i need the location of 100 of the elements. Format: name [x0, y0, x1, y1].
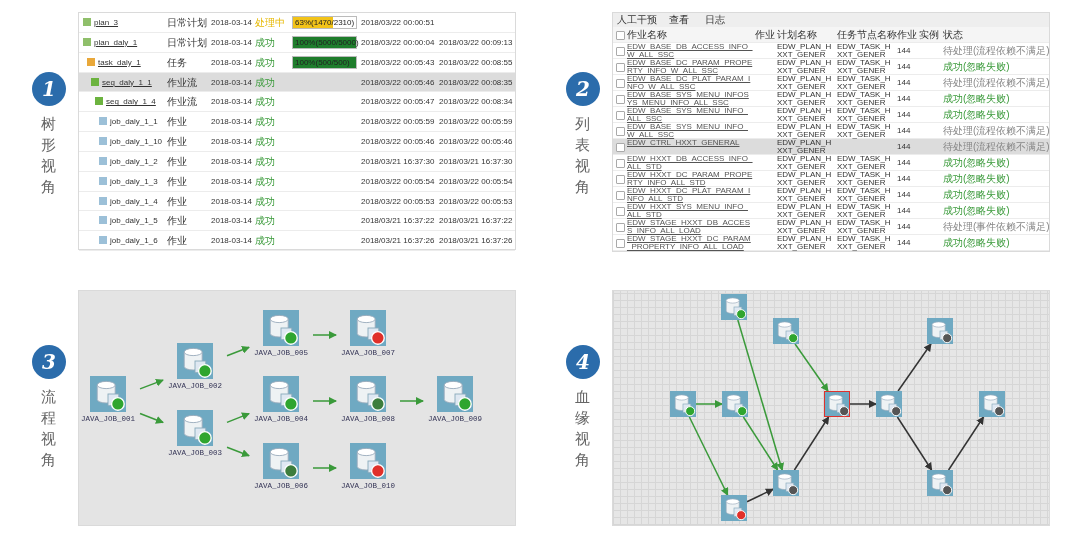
database-status-icon [721, 294, 747, 320]
table-cell: 2018-03-14 [211, 197, 252, 206]
table-cell: 2018/03/21 16:37:30 [361, 157, 435, 166]
table-cell: 2018/03/21 16:37:22 [361, 217, 435, 226]
tree-node-name: job_daly_1_10 [110, 138, 163, 146]
table-cell: 日常计划 [167, 18, 207, 28]
table-cell: 成功 [255, 57, 275, 68]
arrow [139, 378, 164, 390]
table-cell-text: EDW_PLAN_HXXT_GENER [777, 171, 833, 187]
arrow [737, 319, 784, 471]
column-header: 任务节点名称 [837, 30, 897, 40]
table-cell: 任务 [167, 57, 187, 68]
arrow [793, 416, 830, 471]
table-cell: 2018/03/22 00:09:13 [439, 38, 513, 47]
job-link: EDW_HXXT_DB_ACCESS_INFO_ALL_STD [627, 155, 753, 171]
table-cell: 144 [897, 79, 911, 87]
table-cell: 成功 [255, 236, 275, 247]
table-cell: 2018-03-14 [211, 118, 252, 127]
number-badge: 3 [32, 345, 66, 379]
arrow [312, 397, 337, 405]
table-cell-text: EDW_PLAN_HXXT_GENER [777, 59, 833, 75]
arrow [226, 412, 250, 424]
table-cell: 144 [897, 127, 911, 135]
job-link: EDW_BASE_DC_PARAM_PROPERTY_INFO_W_ALL_SSC [627, 59, 753, 75]
list-table-panel [612, 12, 1050, 252]
database-status-icon [721, 495, 747, 521]
arrow [897, 343, 932, 392]
table-cell: 成功 [255, 117, 275, 128]
table-cell-text: EDW_TASK_HXXT_GENER [837, 107, 892, 123]
table-cell: 作业 [167, 117, 187, 128]
tree-node-name: seq_daly_1_4 [106, 98, 156, 107]
table-cell: 作业 [167, 176, 187, 187]
table-cell-text: EDW_TASK_HXXT_GENER [837, 123, 892, 139]
table-cell: 成功(忽略失败) [943, 206, 1010, 216]
table-cell: 作业 [167, 196, 187, 207]
table-cell: 作业 [167, 216, 187, 227]
view-caption: 列表视角 [575, 114, 591, 198]
table-cell: 成功 [255, 196, 275, 207]
table-cell: 作业 [167, 137, 187, 147]
progress-bar: 100%(500/500) [292, 55, 357, 69]
table-cell-text: EDW_PLAN_HXXT_GENER [777, 139, 833, 155]
table-cell: 2018/03/22 00:05:54 [361, 177, 435, 186]
table-cell: 待处理(流程依赖不满足) [943, 78, 1050, 88]
column-header: 作业 [897, 30, 917, 40]
table-cell: 2018/03/22 00:05:53 [361, 197, 435, 206]
column-header: 作业 [755, 30, 775, 40]
table-cell: 2018-03-14 [211, 78, 252, 87]
table-cell: 处理中 [255, 18, 285, 28]
job-link: EDW_BASE_DC_PLAT_PARAM_INFO_W_ALL_SSC [627, 75, 752, 91]
toolbar-menu: 查看 [669, 15, 689, 25]
table-cell: 成功 [255, 176, 275, 187]
table-cell: 144 [897, 159, 911, 167]
table-cell: 2018/03/21 16:37:26 [361, 237, 435, 246]
table-cell-text: EDW_PLAN_HXXT_GENER [777, 155, 833, 171]
table-cell-text: EDW_PLAN_HXXT_GENER [777, 219, 833, 235]
table-cell: 作业 [167, 156, 187, 167]
arrow [399, 397, 424, 405]
table-cell: 成功 [255, 37, 275, 48]
database-status-icon [773, 318, 799, 344]
table-cell: 2018-03-14 [211, 217, 252, 226]
job-link: EDW_BASE_SYS_MENU_INFOSYS_MENU_INFO_ALL_SSC [627, 91, 750, 107]
database-status-icon [927, 318, 953, 344]
table-cell: 2018/03/21 16:37:30 [439, 157, 513, 166]
table-cell-text: EDW_PLAN_HXXT_GENER [777, 43, 833, 59]
table-cell: 成功 [255, 77, 275, 88]
database-status-icon [979, 391, 1005, 417]
table-cell: 2018/03/22 00:05:43 [361, 58, 435, 67]
table-cell-text: EDW_PLAN_HXXT_GENER [777, 203, 833, 219]
tree-node-name: job_daly_1_2 [110, 157, 158, 166]
tree-table-panel [78, 12, 516, 250]
arrow [695, 400, 723, 408]
table-cell: 2018/03/22 00:05:59 [439, 118, 513, 127]
toolbar-menu: 日志 [705, 15, 725, 25]
table-cell: 2018/03/22 00:05:46 [361, 138, 435, 146]
job-link: EDW_BASE_SYS_MENU_INFO_W_ALL_SSC [627, 123, 749, 139]
view-caption: 树形视角 [41, 114, 57, 198]
table-cell: 2018/03/22 00:08:35 [439, 78, 513, 87]
table-cell: 2018-03-14 [211, 237, 252, 246]
job-link: EDW_STAGE_HXXT_DC_PARAM_PROPERTY_INFO_ALL_LOAD [627, 235, 752, 251]
tree-node-name: job_daly_1_1 [110, 118, 158, 127]
table-cell-text: EDW_TASK_HXXT_GENER [837, 219, 892, 235]
tree-node-name: job_daly_1_3 [110, 177, 158, 186]
arrow [742, 416, 779, 471]
table-cell-text: EDW_PLAN_HXXT_GENER [777, 75, 833, 91]
table-cell: 成功(忽略失败) [943, 94, 1010, 104]
table-cell: 2018/03/21 16:37:22 [439, 217, 513, 226]
table-cell: 144 [897, 175, 911, 183]
table-cell-text: EDW_TASK_HXXT_GENER [837, 171, 892, 187]
table-cell-text: EDW_TASK_HXXT_GENER [837, 43, 892, 59]
column-header: 实例 [919, 30, 939, 40]
table-cell: 成功(忽略失败) [943, 190, 1010, 200]
table-cell: 成功(忽略失败) [943, 174, 1010, 184]
flow-graph-panel [78, 290, 516, 526]
table-cell-text: EDW_TASK_HXXT_GENER [837, 187, 892, 203]
table-cell-text: EDW_TASK_HXXT_GENER [837, 235, 892, 251]
table-cell: 作业流 [167, 97, 197, 108]
table-cell-text: EDW_TASK_HXXT_GENER [837, 59, 892, 75]
table-cell: 作业流 [167, 77, 197, 88]
job-link: EDW_HXXT_DC_PARAM_PROPERTY_INFO_ALL_STD [627, 171, 753, 187]
table-cell: 成功(忽略失败) [943, 238, 1010, 248]
